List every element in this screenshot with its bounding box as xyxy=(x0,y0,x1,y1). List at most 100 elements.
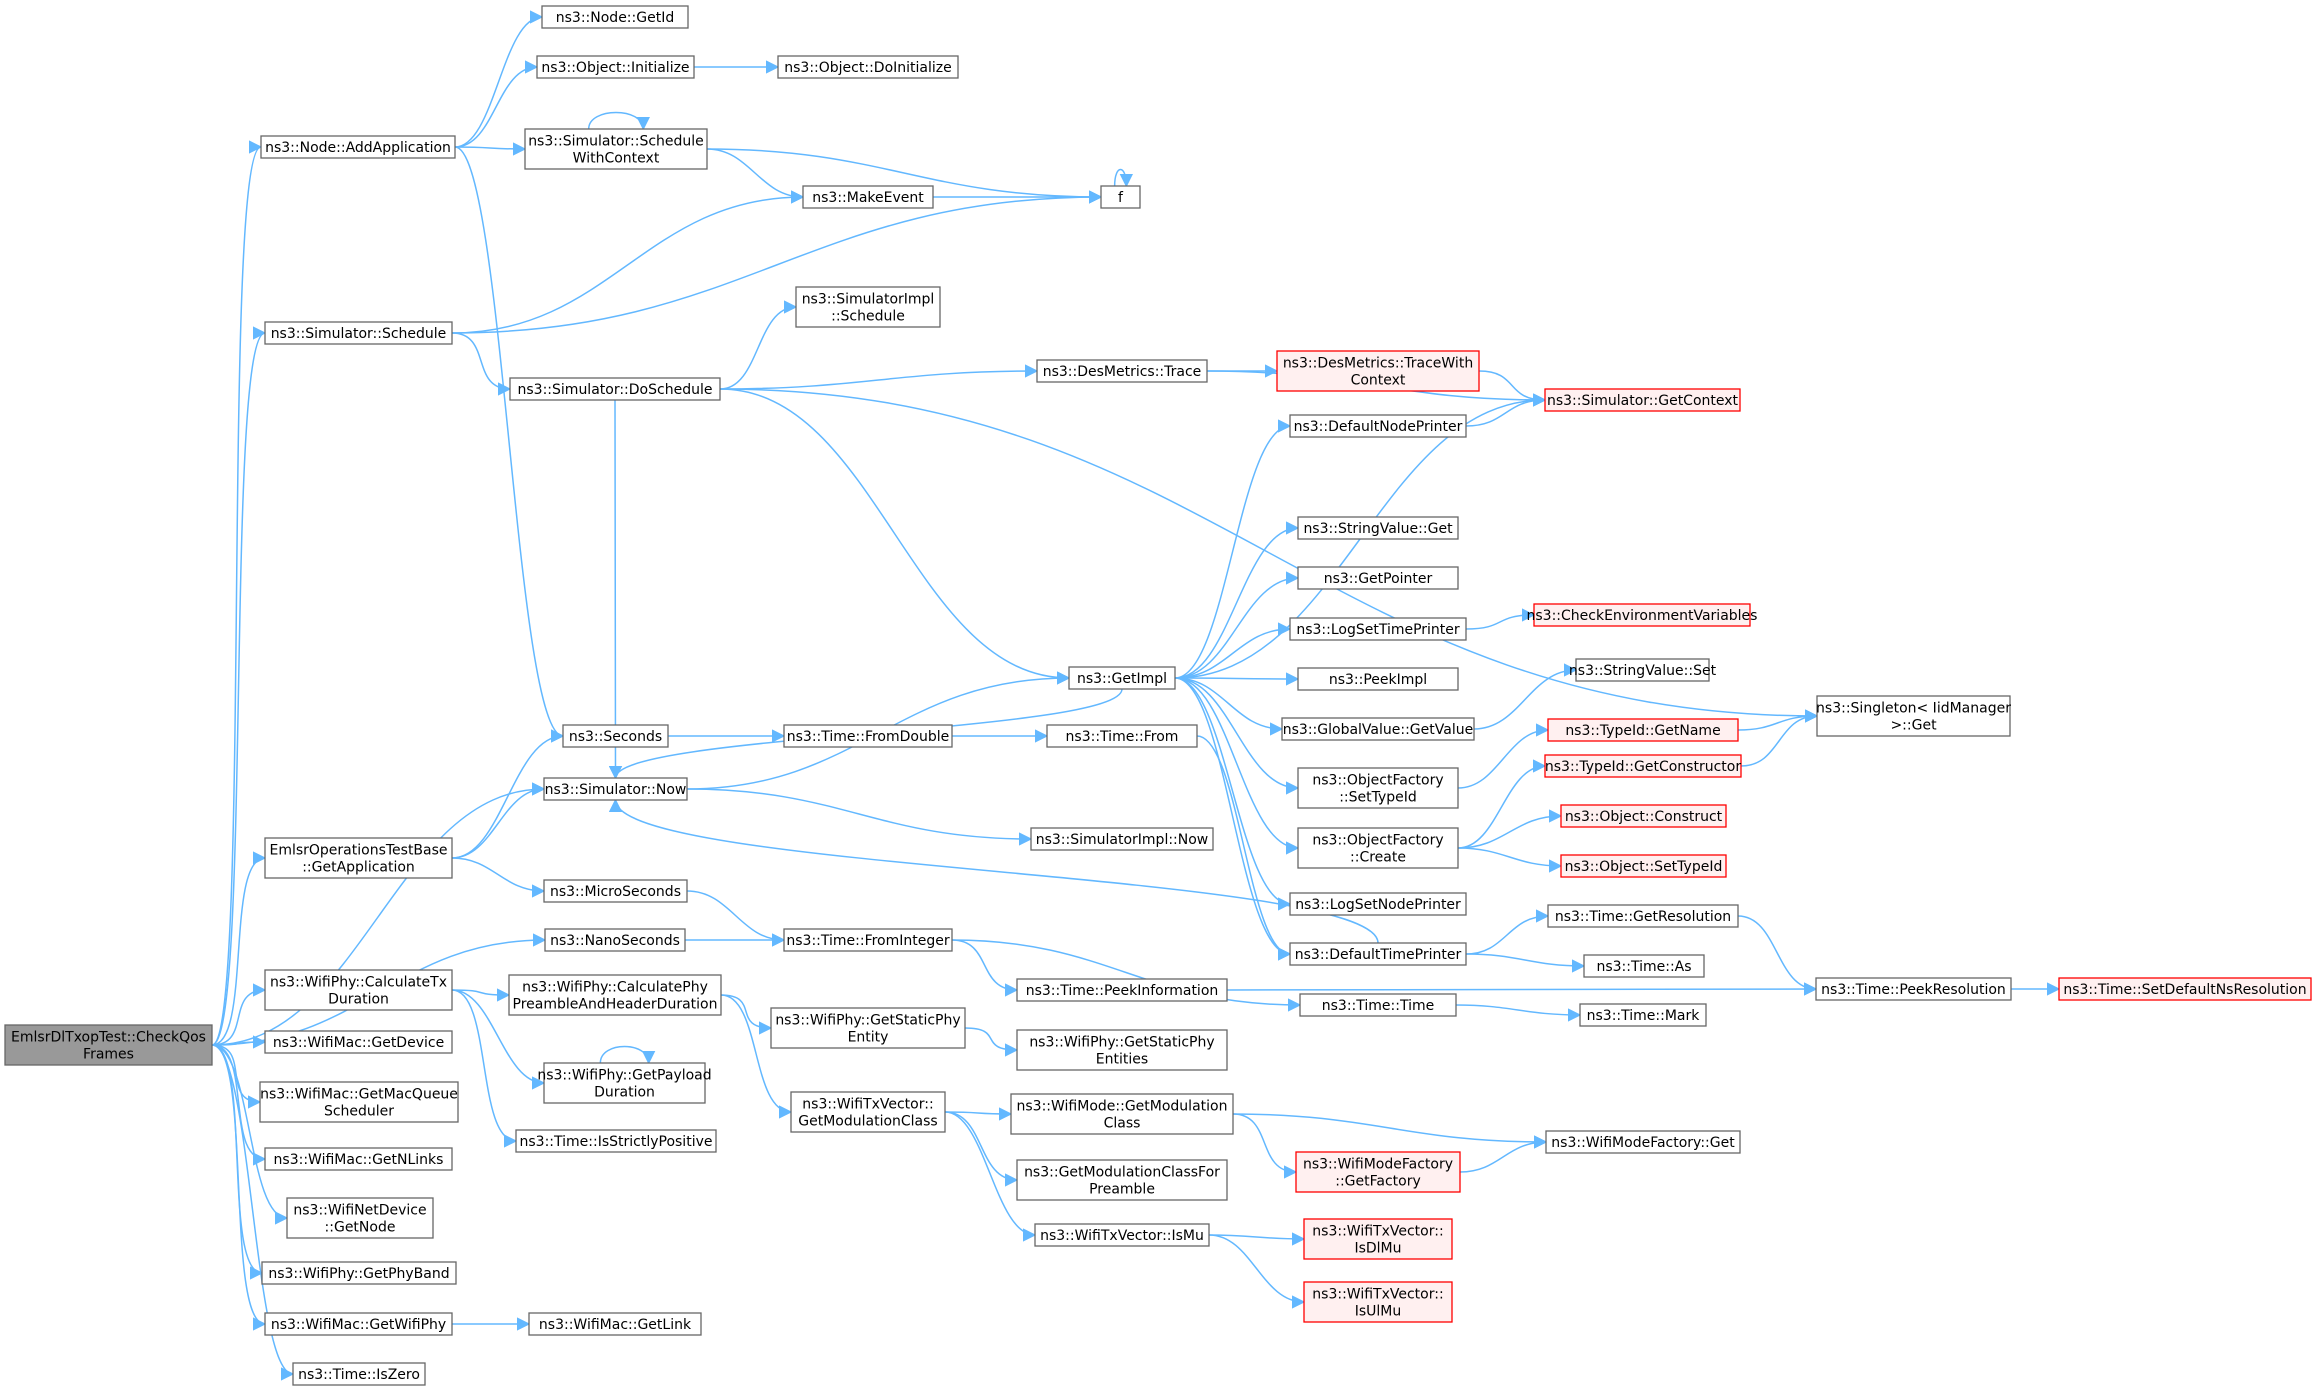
node-ns3-checkenvironmentvariables[interactable]: ns3::CheckEnvironmentVariables xyxy=(1527,603,1758,627)
node-ns3-object-doinitialize[interactable]: ns3::Object::DoInitialize xyxy=(777,55,959,79)
node-ns3-microseconds[interactable]: ns3::MicroSeconds xyxy=(543,879,688,903)
node-ns3-objectfactory-settypeid[interactable]: ns3::ObjectFactory::SetTypeId xyxy=(1297,767,1459,809)
node-ns3-time-iszero[interactable]: ns3::Time::IsZero xyxy=(292,1362,426,1386)
node-ns3-time-from[interactable]: ns3::Time::From xyxy=(1046,724,1198,748)
node-ns3-wifiphy-getphyband[interactable]: ns3::WifiPhy::GetPhyBand xyxy=(261,1261,457,1285)
node-ns3-time-as[interactable]: ns3::Time::As xyxy=(1583,954,1705,978)
node-ns3-simulatorimpl-schedule[interactable]: ns3::SimulatorImpl::Schedule xyxy=(795,286,941,328)
node-ns3-stringvalue-set[interactable]: ns3::StringValue::Set xyxy=(1569,658,1717,682)
node-label: ns3::WifiPhy::CalculatePhy xyxy=(522,980,708,996)
edge-root-to-getnlinks xyxy=(211,1044,267,1166)
edge-calctx-to-calcphy xyxy=(451,988,511,1002)
edge-root-to-getdevice xyxy=(211,1035,267,1049)
node-ns3-simulator-schedule[interactable]: ns3::Simulator::Schedule xyxy=(264,321,453,345)
node-ns3-globalvalue-getvalue[interactable]: ns3::GlobalValue::GetValue xyxy=(1281,717,1475,741)
node-ns3-defaultnodeprinter[interactable]: ns3::DefaultNodePrinter xyxy=(1289,414,1467,438)
node-ns3-object-initialize[interactable]: ns3::Object::Initialize xyxy=(536,55,695,79)
node-label: ns3::WifiMac::GetNLinks xyxy=(274,1152,444,1168)
node-ns3-typeid-getconstructor[interactable]: ns3::TypeId::GetConstructor xyxy=(1544,754,1742,778)
node-f[interactable]: f xyxy=(1100,185,1141,209)
node-ns3-logsetnodeprinter[interactable]: ns3::LogSetNodePrinter xyxy=(1289,892,1467,916)
node-box xyxy=(795,286,941,328)
node-box xyxy=(1016,978,1228,1002)
node-label: ns3::PeekImpl xyxy=(1329,672,1427,688)
node-label: IsUlMu xyxy=(1355,1304,1402,1320)
node-ns3-nanoseconds[interactable]: ns3::NanoSeconds xyxy=(544,928,686,952)
node-label: EmlsrDlTxopTest::CheckQos xyxy=(11,1030,206,1046)
node-ns3-time-peekresolution[interactable]: ns3::Time::PeekResolution xyxy=(1815,977,2012,1001)
node-ns3-wifimodefactory-getfactory[interactable]: ns3::WifiModeFactory::GetFactory xyxy=(1295,1151,1461,1193)
node-ns3-wifimac-getwifiphy[interactable]: ns3::WifiMac::GetWifiPhy xyxy=(264,1312,453,1336)
node-ns3-seconds[interactable]: ns3::Seconds xyxy=(562,724,669,748)
node-ns3-simulator-now[interactable]: ns3::Simulator::Now xyxy=(543,777,688,801)
node-box xyxy=(1547,904,1739,928)
node-ns3-getpointer[interactable]: ns3::GetPointer xyxy=(1297,566,1459,590)
node-emlsroperationstestbase-getapplication[interactable]: EmlsrOperationsTestBase::GetApplication xyxy=(264,837,453,879)
node-ns3-makeevent[interactable]: ns3::MakeEvent xyxy=(802,185,934,209)
node-ns3-time-time[interactable]: ns3::Time::Time xyxy=(1299,993,1457,1017)
node-ns3-wifimode-getmodulationclass[interactable]: ns3::WifiMode::GetModulationClass xyxy=(1010,1093,1234,1135)
edge-modegetmod-to-wmfget xyxy=(1232,1113,1548,1149)
node-ns3-time-isstrictlypositive[interactable]: ns3::Time::IsStrictlyPositive xyxy=(515,1129,717,1153)
edge-getimpl-to-getpointer xyxy=(1174,571,1300,679)
node-ns3-wifimac-getlink[interactable]: ns3::WifiMac::GetLink xyxy=(528,1312,702,1336)
node-ns3-time-peekinformation[interactable]: ns3::Time::PeekInformation xyxy=(1016,978,1228,1002)
node-ns3-object-construct[interactable]: ns3::Object::Construct xyxy=(1560,804,1727,828)
node-ns3-peekimpl[interactable]: ns3::PeekImpl xyxy=(1297,667,1459,691)
edge-addapp-to-nodegetid xyxy=(454,10,544,148)
node-ns3-typeid-getname[interactable]: ns3::TypeId::GetName xyxy=(1547,718,1739,742)
node-ns3-getimpl[interactable]: ns3::GetImpl xyxy=(1068,666,1176,690)
node-box xyxy=(264,969,453,1011)
node-ns3-simulatorimpl-now[interactable]: ns3::SimulatorImpl::Now xyxy=(1030,827,1214,851)
node-box xyxy=(1276,350,1480,392)
node-ns3-singleton-iidmanager-get[interactable]: ns3::Singleton< IidManager>::Get xyxy=(1816,695,2011,737)
node-ns3-desmetrics-trace[interactable]: ns3::DesMetrics::Trace xyxy=(1036,359,1208,383)
node-ns3-wifimodefactory-get[interactable]: ns3::WifiModeFactory::Get xyxy=(1545,1130,1741,1154)
node-ns3-wifitxvector-ismu[interactable]: ns3::WifiTxVector::IsMu xyxy=(1034,1223,1210,1247)
node-box xyxy=(1289,892,1467,916)
node-box xyxy=(524,128,708,170)
node-ns3-wifitxvector-isulmu[interactable]: ns3::WifiTxVector::IsUlMu xyxy=(1303,1281,1453,1323)
node-label: Entity xyxy=(848,1030,889,1046)
node-ns3-wifitxvector-getmodulationclass[interactable]: ns3::WifiTxVector::GetModulationClass xyxy=(790,1091,946,1133)
node-ns3-wifimac-getnlinks[interactable]: ns3::WifiMac::GetNLinks xyxy=(264,1147,453,1171)
node-ns3-stringvalue-get[interactable]: ns3::StringValue::Get xyxy=(1297,516,1459,540)
node-ns3-wifimac-getdevice[interactable]: ns3::WifiMac::GetDevice xyxy=(264,1030,453,1054)
node-ns3-defaulttimeprinter[interactable]: ns3::DefaultTimePrinter xyxy=(1289,942,1467,966)
node-box xyxy=(260,135,456,159)
node-box xyxy=(261,1261,457,1285)
edge-getimpl-to-logsetnode xyxy=(1174,677,1292,911)
node-box xyxy=(515,1129,717,1153)
node-ns3-time-setdefaultnsresolution[interactable]: ns3::Time::SetDefaultNsResolution xyxy=(2058,977,2312,1001)
node-ns3-objectfactory-create[interactable]: ns3::ObjectFactory::Create xyxy=(1297,827,1459,869)
node-label: ns3::ObjectFactory xyxy=(1312,833,1443,849)
node-label: ns3::GetPointer xyxy=(1324,571,1433,587)
node-ns3-simulator-getcontext[interactable]: ns3::Simulator::GetContext xyxy=(1544,388,1741,412)
node-ns3-object-settypeid[interactable]: ns3::Object::SetTypeId xyxy=(1560,854,1727,878)
node-ns3-wifitxvector-isdlmu[interactable]: ns3::WifiTxVector::IsDlMu xyxy=(1303,1218,1453,1260)
node-ns3-time-mark[interactable]: ns3::Time::Mark xyxy=(1579,1003,1707,1027)
node-ns3-logsettimeprinter[interactable]: ns3::LogSetTimePrinter xyxy=(1289,617,1467,641)
node-box xyxy=(1815,977,2012,1001)
node-ns3-time-frominteger[interactable]: ns3::Time::FromInteger xyxy=(783,928,953,952)
edge-addapp-to-schedctx xyxy=(454,142,527,156)
node-label: GetModulationClass xyxy=(798,1114,937,1130)
node-label: ns3::Object::SetTypeId xyxy=(1565,859,1723,875)
edge-root-to-iszero xyxy=(211,1044,295,1381)
node-ns3-wifiphy-calculatephypreambleandheaderduration[interactable]: ns3::WifiPhy::CalculatePhyPreambleAndHea… xyxy=(508,974,722,1016)
node-ns3-wifinetdevice-getnode[interactable]: ns3::WifiNetDevice::GetNode xyxy=(286,1197,434,1239)
node-ns3-node-addapplication[interactable]: ns3::Node::AddApplication xyxy=(260,135,456,159)
node-ns3-simulator-doschedule[interactable]: ns3::Simulator::DoSchedule xyxy=(509,377,721,401)
node-ns3-node-getid[interactable]: ns3::Node::GetId xyxy=(541,5,689,29)
node-ns3-time-fromdouble[interactable]: ns3::Time::FromDouble xyxy=(783,724,953,748)
node-ns3-time-getresolution[interactable]: ns3::Time::GetResolution xyxy=(1547,904,1739,928)
